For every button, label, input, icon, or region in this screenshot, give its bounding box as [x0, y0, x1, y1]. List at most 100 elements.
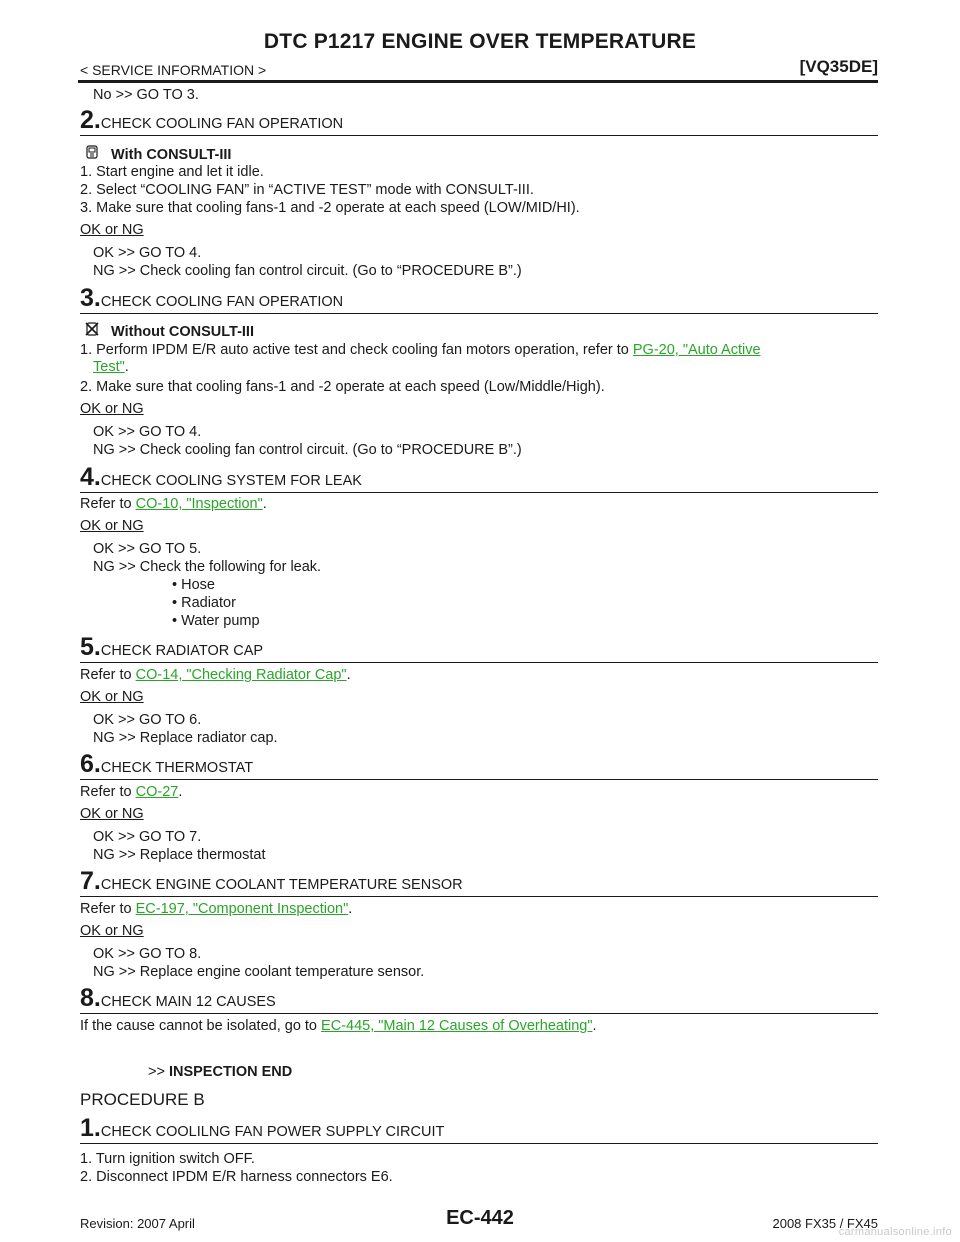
step-4-item-radiator-label: Radiator — [181, 595, 236, 611]
procedure-b-step-1-heading: 1.CHECK COOLILNG FAN POWER SUPPLY CIRCUI… — [80, 1114, 444, 1143]
step-5-title: CHECK RADIATOR CAP — [100, 643, 264, 659]
step-6-refer: Refer to CO-27. — [80, 784, 182, 800]
step-3-instruction-1-text: 1. Perform IPDM E/R auto active test and… — [80, 342, 633, 358]
step-4-item-radiator: • Radiator — [172, 595, 236, 611]
step-3-instruction-1: 1. Perform IPDM E/R auto active test and… — [80, 342, 761, 358]
step-3-instruction-1-cont: Test". — [93, 359, 129, 375]
step-3-ng: NG >> Check cooling fan control circuit.… — [93, 442, 522, 458]
step-2-instruction-2: 2. Select “COOLING FAN” in “ACTIVE TEST”… — [80, 182, 534, 198]
step-4-item-hose: • Hose — [172, 577, 215, 593]
step-5-refer-text: Refer to — [80, 667, 136, 683]
procedure-b-instruction-2: 2. Disconnect IPDM E/R harness connector… — [80, 1169, 393, 1185]
ec-197-link[interactable]: EC-197, "Component Inspection" — [135, 901, 349, 917]
step-2-instruction-3: 3. Make sure that cooling fans-1 and -2 … — [80, 200, 580, 216]
step-6-ok: OK >> GO TO 7. — [93, 829, 202, 845]
step-4-ng: NG >> Check the following for leak. — [93, 559, 322, 575]
co-10-link[interactable]: CO-10, "Inspection" — [135, 496, 263, 512]
step-4-ok: OK >> GO TO 5. — [93, 541, 202, 557]
page-number: EC-442 — [446, 1207, 514, 1229]
step-5-refer-suffix: . — [346, 667, 351, 683]
procedure-b-heading: PROCEDURE B — [80, 1090, 205, 1109]
step-5-okng: OK or NG — [80, 689, 144, 705]
step-6-ng: NG >> Replace thermostat — [93, 847, 266, 863]
step-5-rule — [80, 662, 878, 663]
engine-label: [VQ35DE] — [799, 57, 878, 76]
procedure-b-rule — [80, 1143, 878, 1144]
procedure-b-step-1-number: 1. — [80, 1114, 101, 1142]
step-5-number: 5. — [80, 633, 101, 661]
step-4-title: CHECK COOLING SYSTEM FOR LEAK — [100, 473, 362, 489]
step-3-title: CHECK COOLING FAN OPERATION — [100, 294, 344, 310]
step-7-rule — [80, 896, 878, 897]
step-3-mode-label: Without CONSULT-III — [111, 324, 254, 340]
step-6-number: 6. — [80, 750, 101, 778]
step-7-ok: OK >> GO TO 8. — [93, 946, 202, 962]
co-14-link[interactable]: CO-14, "Checking Radiator Cap" — [135, 667, 347, 683]
step-5-ok: OK >> GO TO 6. — [93, 712, 202, 728]
no-consult-tool-icon — [85, 322, 99, 336]
step-3-instruction-2: 2. Make sure that cooling fans-1 and -2 … — [80, 379, 605, 395]
step-8-text-prefix: If the cause cannot be isolated, go to — [80, 1018, 322, 1034]
step-4-refer-suffix: . — [262, 496, 267, 512]
step-2-okng: OK or NG — [80, 222, 144, 238]
step-8-text-suffix: . — [592, 1018, 597, 1034]
step-7-heading: 7.CHECK ENGINE COOLANT TEMPERATURE SENSO… — [80, 867, 463, 896]
step-6-title: CHECK THERMOSTAT — [100, 760, 254, 776]
step-2-instruction-1: 1. Start engine and let it idle. — [80, 164, 264, 180]
step-4-refer-text: Refer to — [80, 496, 136, 512]
page-title: DTC P1217 ENGINE OVER TEMPERATURE — [263, 30, 697, 53]
step-8-number: 8. — [80, 984, 101, 1012]
pg-20-link[interactable]: PG-20, "Auto Active — [632, 342, 761, 358]
inspection-end: >> INSPECTION END — [148, 1064, 292, 1080]
ec-445-link[interactable]: EC-445, "Main 12 Causes of Overheating" — [321, 1018, 593, 1034]
step-4-item-water-pump: • Water pump — [172, 613, 260, 629]
step-3-rule — [80, 313, 878, 314]
step-3-heading: 3.CHECK COOLING FAN OPERATION — [80, 284, 343, 313]
step-2-number: 2. — [80, 106, 101, 134]
step-4-okng: OK or NG — [80, 518, 144, 534]
step-2-rule — [80, 135, 878, 136]
step-7-refer-suffix: . — [348, 901, 353, 917]
step-3-mode: Without CONSULT-III — [85, 322, 254, 340]
section-label: < SERVICE INFORMATION > — [80, 62, 267, 78]
step-8-heading: 8.CHECK MAIN 12 CAUSES — [80, 984, 276, 1013]
step-7-okng: OK or NG — [80, 923, 144, 939]
consult-tool-icon — [85, 145, 99, 159]
inspection-end-label: INSPECTION END — [168, 1064, 293, 1080]
step-6-refer-text: Refer to — [80, 784, 136, 800]
inspection-end-prefix: >> — [148, 1064, 169, 1080]
procedure-b-instruction-1: 1. Turn ignition switch OFF. — [80, 1151, 255, 1167]
step-2-mode: With CONSULT-III — [85, 145, 231, 163]
step-6-refer-suffix: . — [178, 784, 183, 800]
pg-20-link-cont[interactable]: Test" — [93, 359, 125, 375]
step-8-title: CHECK MAIN 12 CAUSES — [100, 994, 276, 1010]
co-27-link[interactable]: CO-27 — [135, 784, 179, 800]
step-5-refer: Refer to CO-14, "Checking Radiator Cap". — [80, 667, 351, 683]
step-4-item-water-pump-label: Water pump — [181, 613, 260, 629]
step-6-rule — [80, 779, 878, 780]
step-3-ok: OK >> GO TO 4. — [93, 424, 202, 440]
procedure-b-step-1-title: CHECK COOLILNG FAN POWER SUPPLY CIRCUIT — [100, 1124, 445, 1140]
step-2-ng: NG >> Check cooling fan control circuit.… — [93, 263, 522, 279]
revision-label: Revision: 2007 April — [80, 1216, 195, 1231]
step-6-heading: 6.CHECK THERMOSTAT — [80, 750, 253, 779]
step-4-refer: Refer to CO-10, "Inspection". — [80, 496, 267, 512]
step-2-mode-label: With CONSULT-III — [111, 147, 232, 163]
no-result-line: No >> GO TO 3. — [93, 87, 199, 103]
watermark-logo: carmanualsonline.info — [838, 1226, 952, 1238]
step-7-refer-text: Refer to — [80, 901, 136, 917]
step-2-title: CHECK COOLING FAN OPERATION — [100, 116, 344, 132]
step-5-ng: NG >> Replace radiator cap. — [93, 730, 278, 746]
step-4-rule — [80, 492, 878, 493]
step-5-heading: 5.CHECK RADIATOR CAP — [80, 633, 263, 662]
step-8-text: If the cause cannot be isolated, go to E… — [80, 1018, 597, 1034]
step-7-refer: Refer to EC-197, "Component Inspection". — [80, 901, 352, 917]
step-7-number: 7. — [80, 867, 101, 895]
step-8-rule — [80, 1013, 878, 1014]
step-2-ok: OK >> GO TO 4. — [93, 245, 202, 261]
step-3-okng: OK or NG — [80, 401, 144, 417]
step-4-item-hose-label: Hose — [181, 577, 215, 593]
step-3-instruction-1-suffix: . — [124, 359, 129, 375]
step-7-title: CHECK ENGINE COOLANT TEMPERATURE SENSOR — [100, 877, 463, 893]
